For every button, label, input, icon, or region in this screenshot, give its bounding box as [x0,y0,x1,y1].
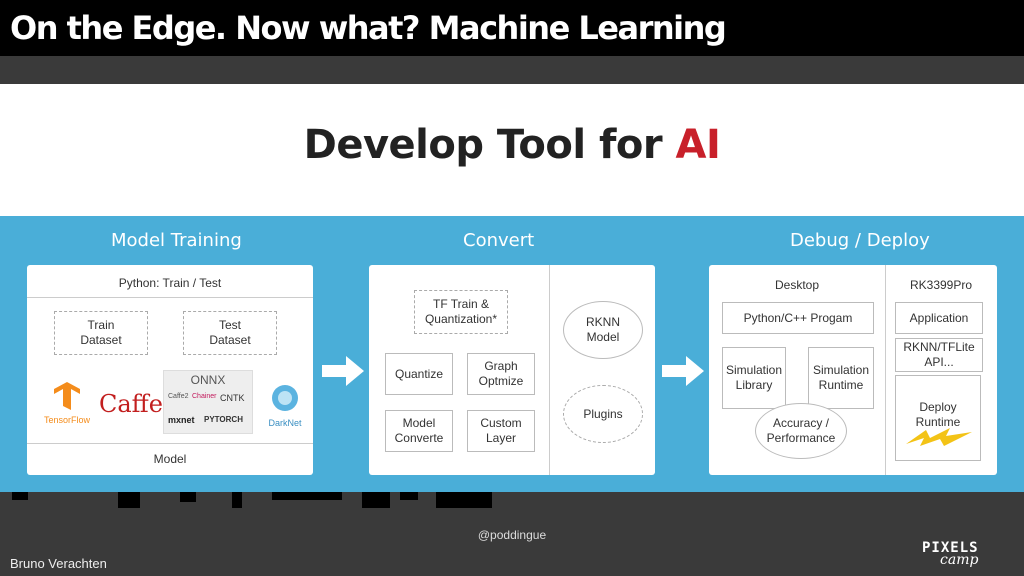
tensorflow-icon [54,382,80,410]
cntk-label: CNTK [220,393,245,403]
slide-headline: Develop Tool for AI [0,122,1024,168]
accuracy-ellipse: Accuracy / Performance [755,403,847,459]
graph-optimize-box: Graph Optmize [467,353,535,395]
quantize-box: Quantize [385,353,453,395]
convert-panel: TF Train & Quantization* Quantize Graph … [369,265,655,475]
divider [549,265,550,475]
section-title-deploy: Debug / Deploy [790,230,930,251]
headline-accent: AI [675,122,721,168]
plugins-ellipse: Plugins [563,385,643,443]
training-top-label: Python: Train / Test [118,276,222,290]
title-bar: On the Edge. Now what? Machine Learning [0,0,1024,56]
simulation-runtime-box: Simulation Runtime [808,347,874,409]
desktop-label: Desktop [774,278,820,292]
pytorch-label: PYTORCH [204,415,243,424]
training-panel: Python: Train / Test Train Dataset Test … [27,265,313,475]
chainer-label: Chainer [192,393,217,400]
arrow-right-icon [322,356,364,386]
divider [27,297,313,298]
caffe-logo: Caffe [99,390,163,418]
rk3399pro-label: RK3399Pro [909,278,973,292]
onnx-group: ONNX Caffe2 Chainer CNTK mxnet PYTORCH [163,370,253,434]
deploy-runtime-box: Deploy Runtime [895,375,981,461]
pixel-decoration [362,492,390,508]
rknn-model-ellipse: RKNN Model [563,301,643,359]
lightning-icon [906,428,972,446]
pixels-camp-logo: PIXELS camp [922,540,979,568]
pixel-decoration [12,492,28,500]
darknet-logo: DarkNet [263,383,307,428]
twitter-handle: @poddingue [477,528,547,542]
rknn-api-box: RKNN/TFLite API... [895,338,983,372]
divider [885,265,886,475]
divider [27,443,313,444]
simulation-library-box: Simulation Library [722,347,786,409]
deploy-panel: Desktop Python/C++ Progam Simulation Lib… [709,265,997,475]
section-title-training: Model Training [111,230,242,251]
application-box: Application [895,302,983,334]
deploy-runtime-label: Deploy Runtime [915,400,961,429]
headline-main: Develop Tool for [303,122,676,168]
pixel-decoration [180,492,196,502]
caffe2-label: Caffe2 [168,393,189,400]
pixel-decoration [436,492,492,508]
test-dataset-box: Test Dataset [183,311,277,355]
arrow-right-icon [662,356,704,386]
custom-layer-box: Custom Layer [467,410,535,452]
logo-top: PIXELS [922,540,979,556]
logo-bottom: camp [940,552,979,568]
tensorflow-logo: TensorFlow [37,380,97,425]
pixel-decoration [118,492,140,508]
python-program-box: Python/C++ Progam [722,302,874,334]
pixel-decoration [272,492,342,500]
model-converte-box: Model Converte [385,410,453,452]
darknet-label: DarkNet [268,418,302,428]
pixel-decoration [400,492,418,500]
tensorflow-label: TensorFlow [43,415,90,425]
section-title-convert: Convert [463,230,535,251]
speaker-name: Bruno Verachten [10,556,107,571]
mxnet-label: mxnet [168,415,195,425]
pixel-decoration [232,492,242,508]
model-label: Model [153,452,187,466]
slide-title: On the Edge. Now what? Machine Learning [10,9,727,47]
darknet-icon [272,385,298,411]
onnx-label: ONNX [190,373,226,387]
train-dataset-box: Train Dataset [54,311,148,355]
tf-train-box: TF Train & Quantization* [414,290,508,334]
